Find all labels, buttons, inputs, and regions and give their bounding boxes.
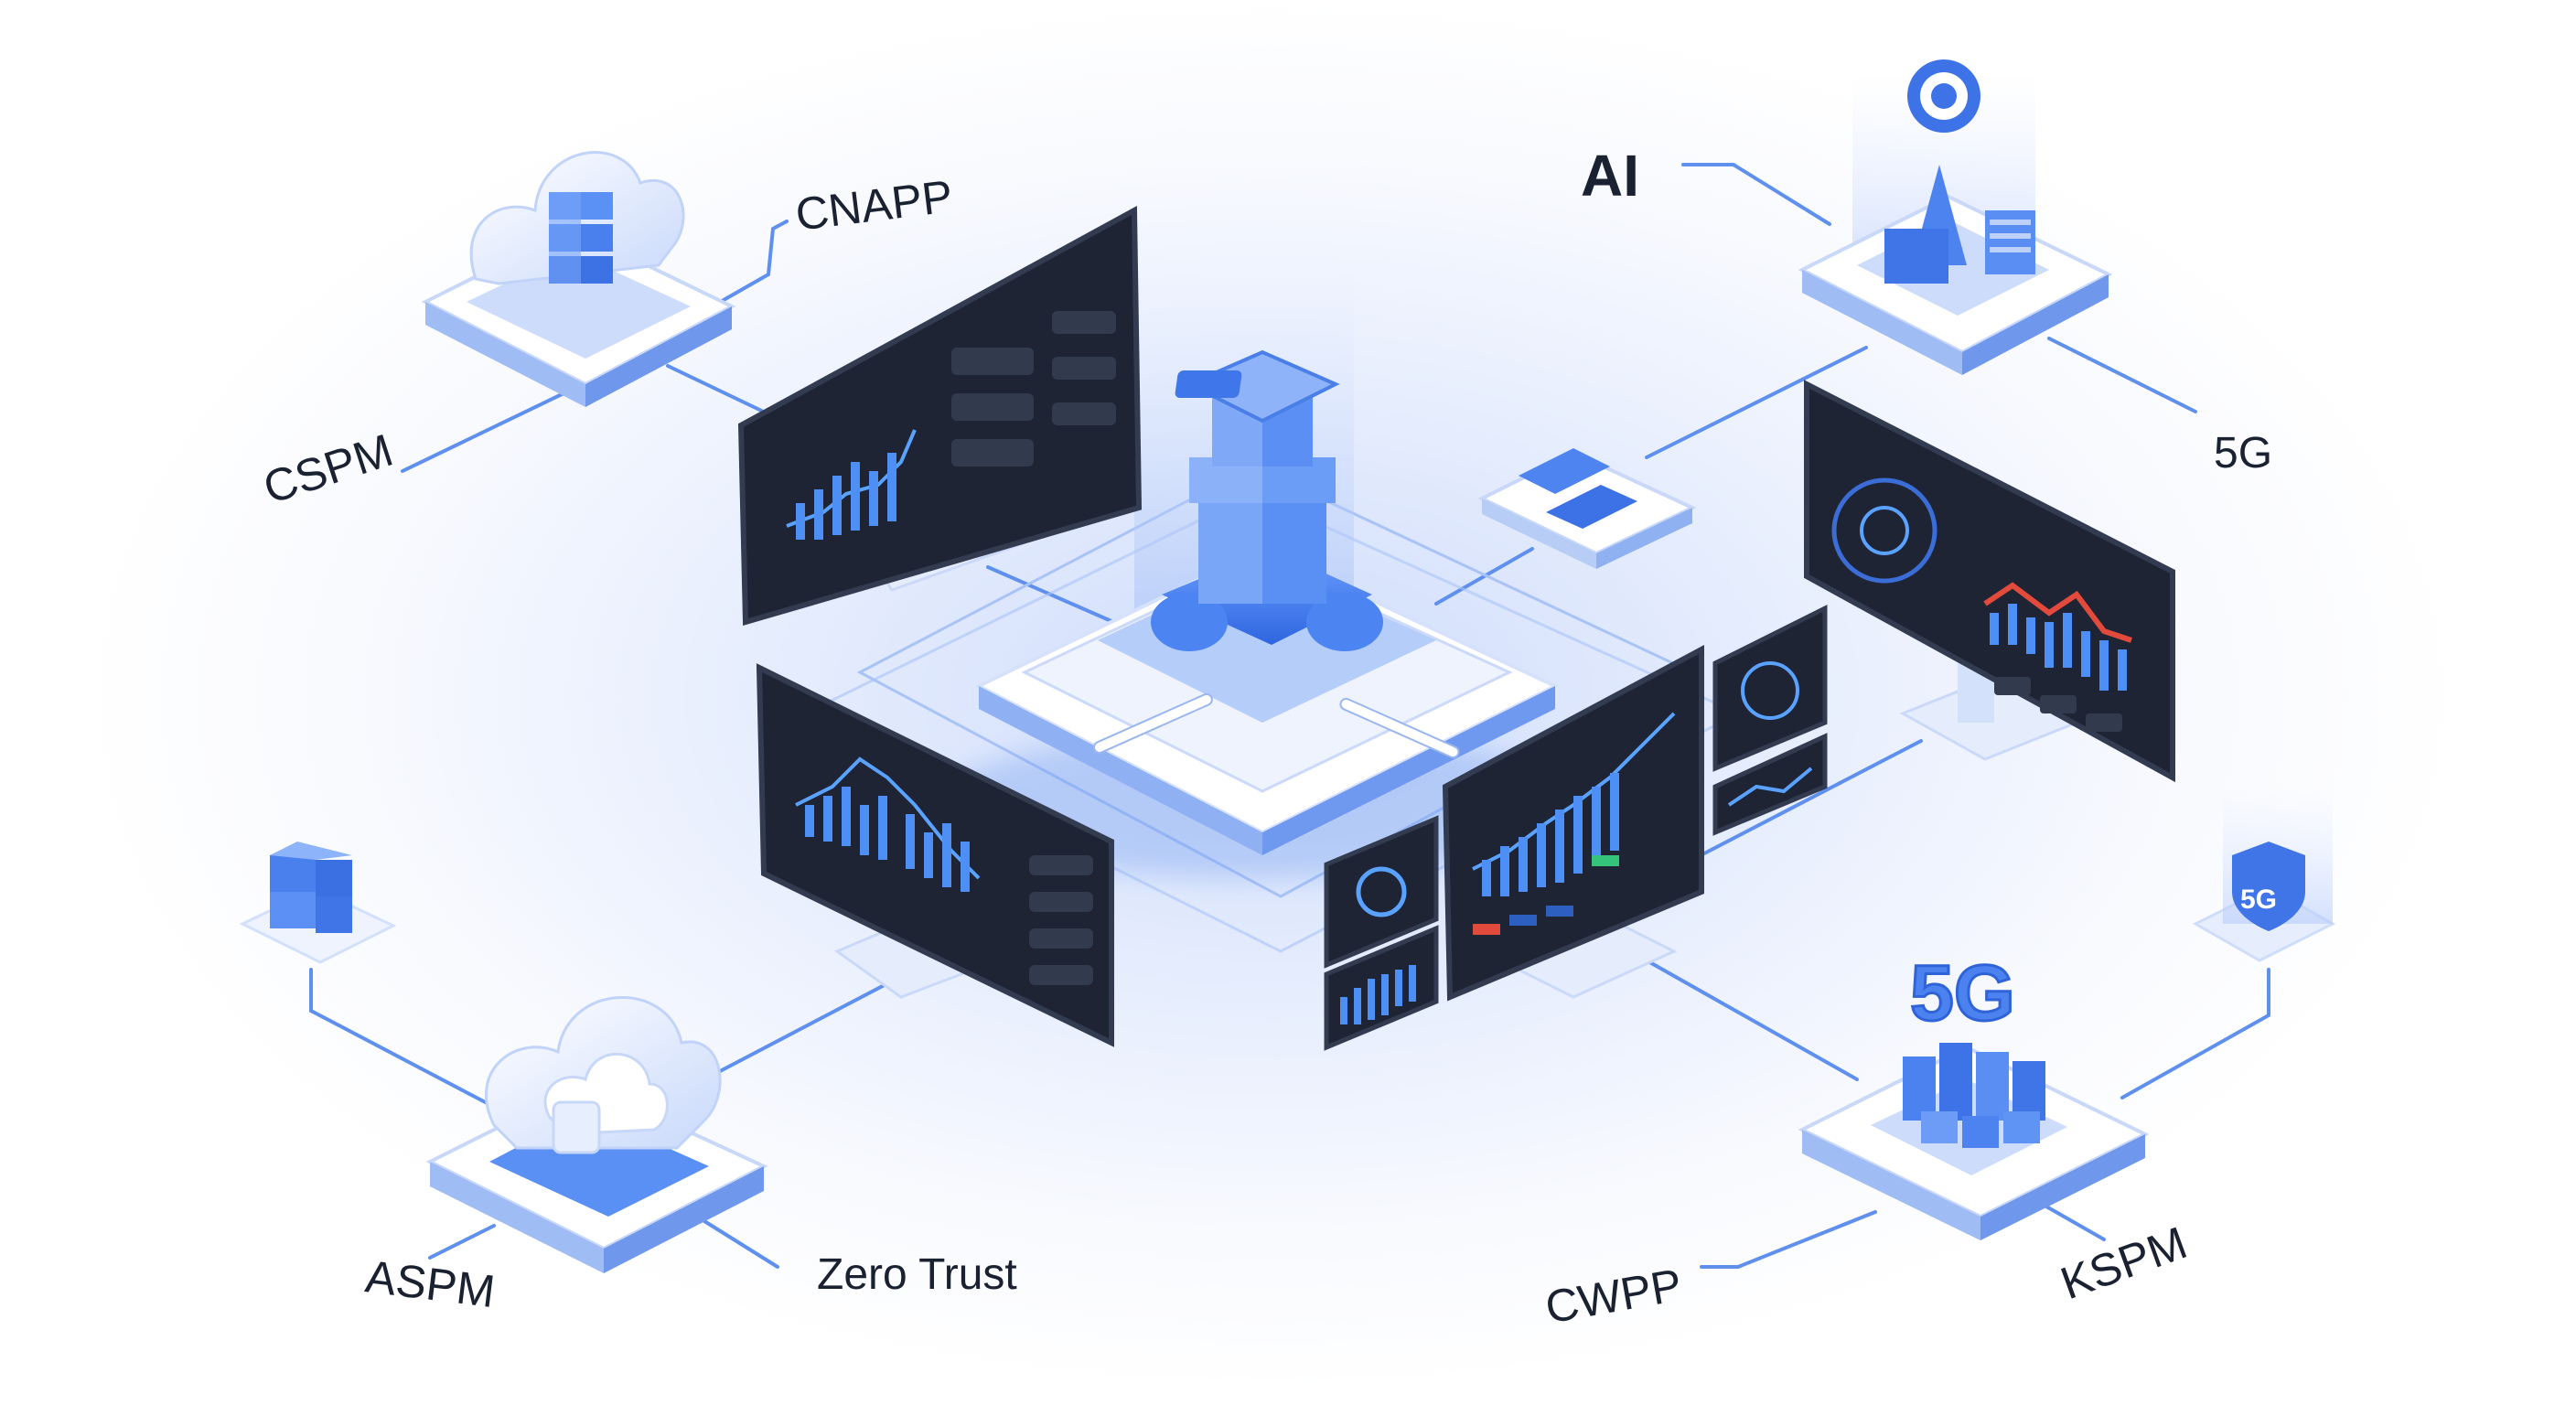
- connector-aspm: [428, 1224, 496, 1260]
- ai-label: AI: [1581, 143, 1639, 209]
- network-globe-icon: [1831, 477, 1937, 584]
- monitor-right: [1804, 380, 2175, 783]
- small-panels-left: [1324, 815, 1439, 1051]
- monitor-top-left-chart: [786, 429, 917, 540]
- monitor-left-middle-chart: [795, 756, 981, 892]
- cnapp-cloud-node: [421, 151, 736, 407]
- monitor-bottom-middle-chart: [1472, 712, 1676, 896]
- fiveg-block-node: [1798, 1043, 2150, 1240]
- monitor-top-left: [737, 205, 1143, 626]
- zero-trust-cloud-node: [425, 995, 768, 1273]
- connector-zerotrust: [703, 977, 898, 1081]
- fiveg-shield-node: [2192, 787, 2336, 962]
- monitor-left-middle: [756, 663, 1114, 1047]
- left-cubes-node: [239, 842, 397, 964]
- zero-trust-label: Zero Trust: [817, 1250, 1017, 1299]
- connector-right-monitor: [1681, 739, 1923, 866]
- connector-zero-trust-label: [703, 1219, 779, 1269]
- server-blocks-icon: [1903, 1043, 2045, 1148]
- connectors: [309, 163, 2270, 1269]
- connector-cubes: [309, 968, 496, 1109]
- connector-ai-node: [1645, 346, 1868, 459]
- monitor-bottom-middle: [1442, 644, 1704, 1002]
- connector-shield: [2120, 968, 2270, 1099]
- connector-cspm-monitor: [666, 364, 775, 418]
- small-panels-right: [1712, 604, 1828, 836]
- fiveg-block-label: 5G: [1910, 949, 2015, 1037]
- ai-node: [1798, 59, 2113, 375]
- connector-ai: [1681, 163, 1831, 226]
- connector-5g-right: [2047, 337, 2197, 413]
- connector-cnapp: [703, 220, 789, 313]
- small-node-upper-middle: [1477, 448, 1697, 569]
- fiveg-right-label: 5G: [2214, 429, 2273, 477]
- connector-cwpp: [1700, 1210, 1877, 1269]
- connector-monitor-5g: [1645, 959, 1859, 1081]
- connector-kspm: [2038, 1201, 2106, 1241]
- connector-monitor-core: [986, 565, 1136, 633]
- shield-icon: [2232, 842, 2305, 931]
- fiveg-shield-label: 5G: [2240, 885, 2277, 915]
